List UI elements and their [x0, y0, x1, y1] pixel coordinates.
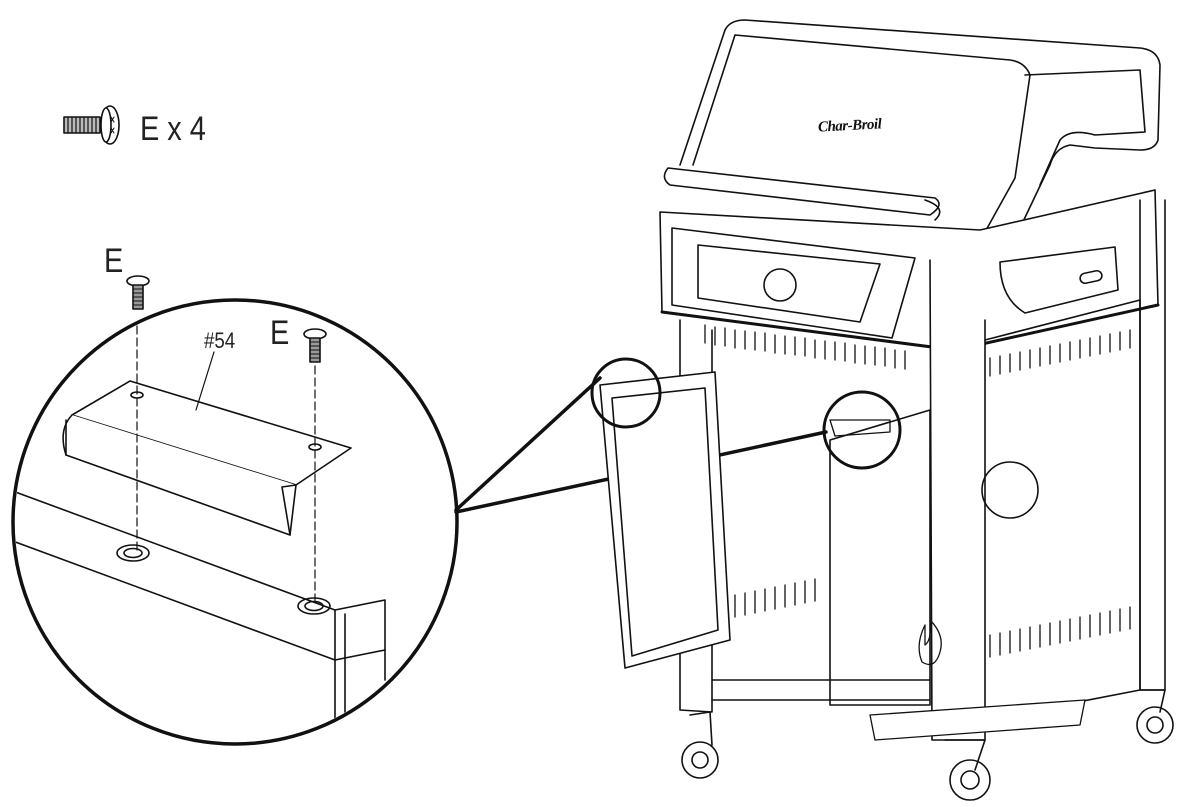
legend-screw-icon: [63, 105, 120, 145]
quantity-label: E x 4: [140, 110, 206, 148]
part-number-label: #54: [204, 328, 236, 353]
screw-e-right-icon: [303, 328, 327, 363]
brand-logo: Char-Broil: [817, 116, 882, 136]
caster-front-left-icon: [681, 711, 719, 779]
screw-e-left-label: E: [104, 242, 124, 280]
grill-illustration: [590, 19, 1174, 801]
caster-front-right-icon: [944, 739, 991, 801]
detail-contents: [15, 302, 386, 742]
caster-rear-right-icon: [1136, 689, 1174, 744]
screw-e-left-icon: [126, 275, 150, 310]
screw-e-right-label: E: [270, 314, 290, 352]
